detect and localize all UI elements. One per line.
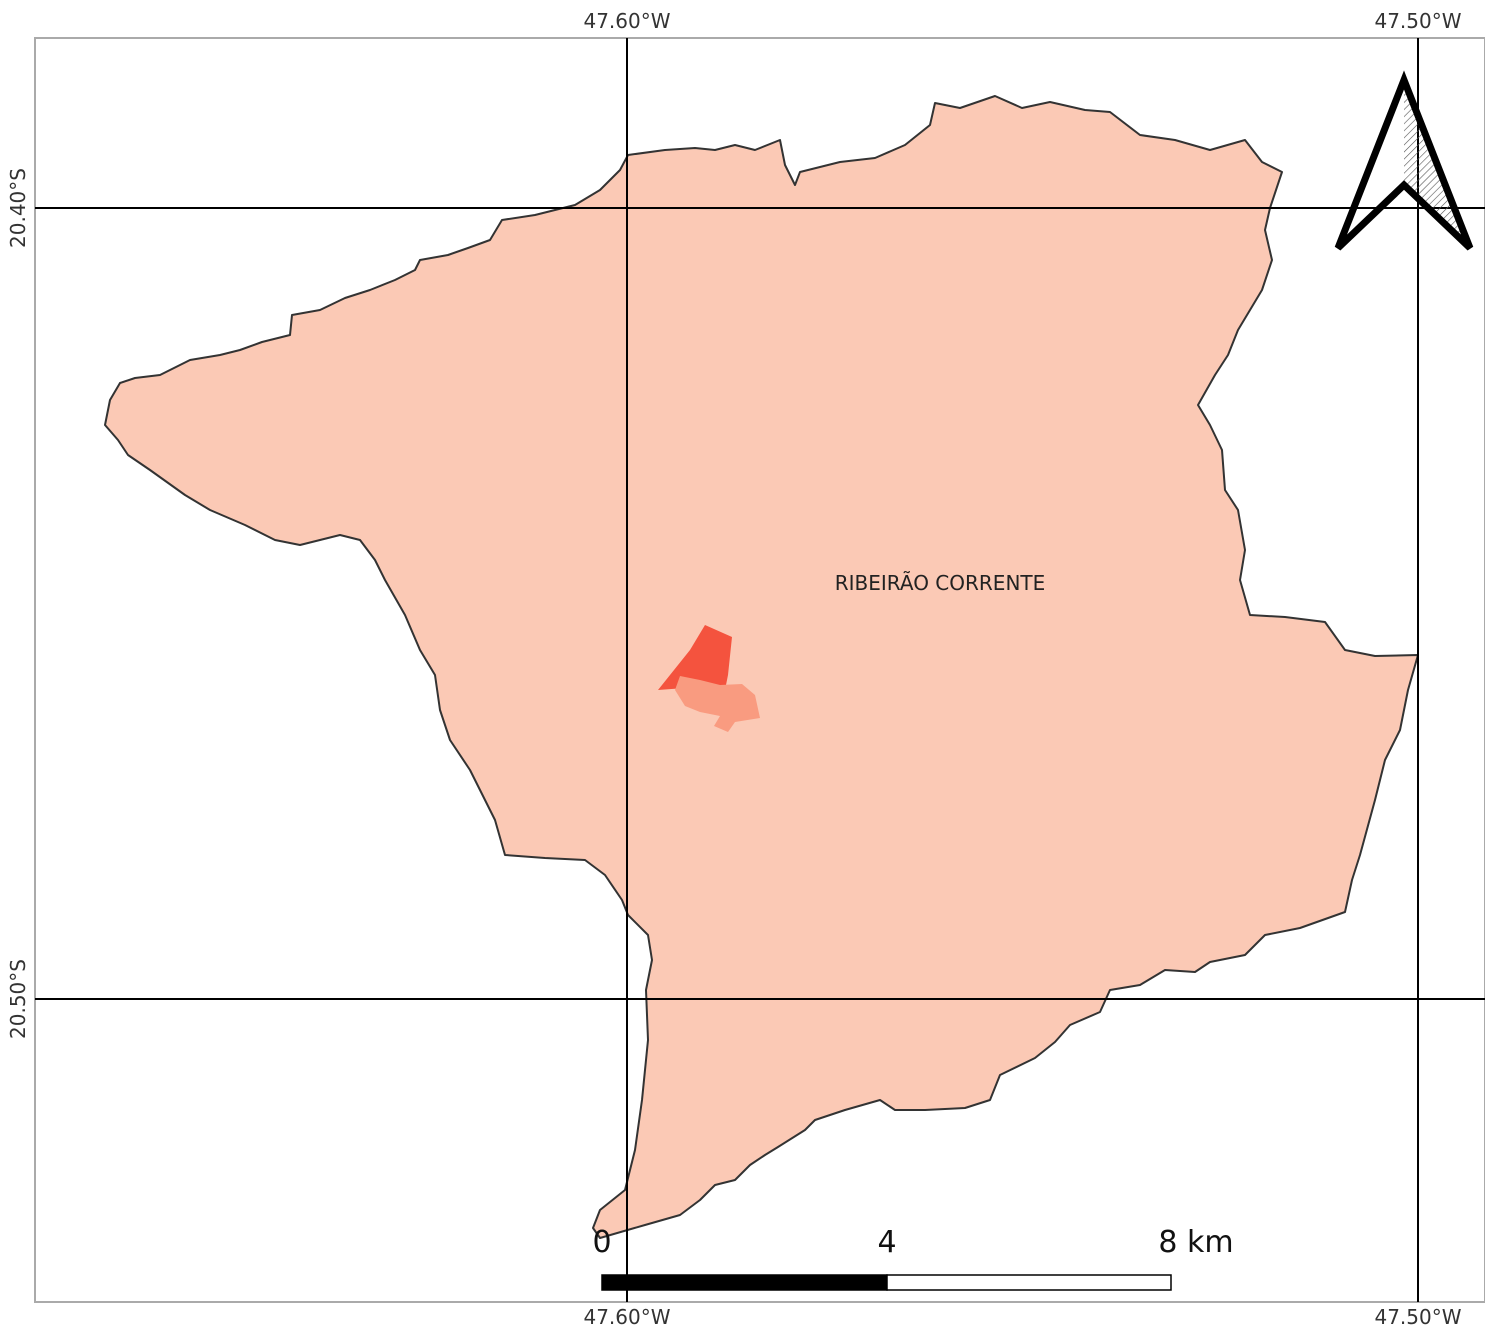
graticule: [35, 38, 1485, 1302]
top-lon-label-2: 47.50°W: [1374, 9, 1461, 33]
bottom-lon-label-1: 47.60°W: [583, 1305, 670, 1329]
left-lat-label-2: 20.50°S: [6, 959, 30, 1039]
scale-label-4: 4: [877, 1225, 896, 1260]
bottom-lon-label-2: 47.50°W: [1374, 1305, 1461, 1329]
top-lon-label-1: 47.60°W: [583, 9, 670, 33]
scale-label-8km: 8 km: [1158, 1225, 1233, 1260]
scale-label-0: 0: [592, 1225, 611, 1260]
scale-bar-dark-segment: [601, 1274, 888, 1291]
left-lat-label-1: 20.40°S: [6, 168, 30, 248]
north-arrow-icon: [1334, 70, 1474, 251]
scale-bar-light-segment: [886, 1274, 1172, 1291]
place-label: RIBEIRÃO CORRENTE: [835, 571, 1046, 595]
municipality-boundary: [104, 95, 1419, 1239]
scale-bar: 0 4 8 km: [592, 1225, 1234, 1291]
urban-area-light: [675, 676, 760, 732]
urban-area-dark: [658, 625, 732, 690]
